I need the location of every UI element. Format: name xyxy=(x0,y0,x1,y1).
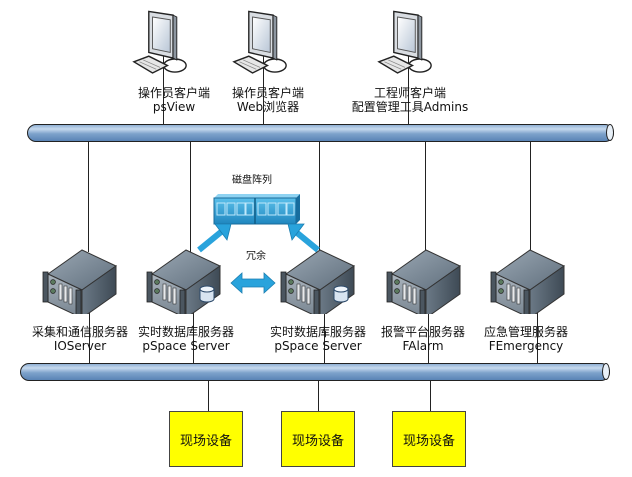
connector-bus-server-5 xyxy=(530,142,531,252)
server-role: 应急管理服务器 xyxy=(483,325,569,339)
server-role: 采集和通信服务器 xyxy=(31,325,129,339)
connector-server-bus-4 xyxy=(428,300,429,365)
server-label: 实时数据库服务器 pSpace Server xyxy=(270,325,366,353)
top-network-bus xyxy=(27,124,614,142)
connector-server-bus-2 xyxy=(193,300,194,365)
server-label: 实时数据库服务器 pSpace Server xyxy=(138,325,234,353)
server-software: pSpace Server xyxy=(274,339,362,353)
redundancy-label: 冗余 xyxy=(246,251,266,262)
connector-client-2 xyxy=(263,55,264,125)
database-icon xyxy=(199,285,215,303)
connector-field-1 xyxy=(208,381,209,411)
client-role: 操作员客户端 xyxy=(137,86,211,100)
server-label: 应急管理服务器 FEmergency xyxy=(484,325,568,353)
disk-array-label: 磁盘阵列 xyxy=(232,175,272,186)
connector-field-3 xyxy=(430,381,431,411)
connector-client-1 xyxy=(163,55,164,125)
server-role: 报警平台服务器 xyxy=(380,325,466,339)
connector-bus-server-4 xyxy=(425,142,426,252)
disk-array-icon xyxy=(213,194,300,225)
bottom-network-bus xyxy=(20,363,610,381)
connector-bus-server-3 xyxy=(319,142,320,252)
field-device-box: 现场设备 xyxy=(169,411,243,467)
bus-end-cap xyxy=(606,124,614,141)
server-icon xyxy=(278,244,358,314)
database-icon xyxy=(333,285,349,303)
server-icon xyxy=(144,244,224,314)
connector-client-3 xyxy=(408,55,409,125)
connector-bus-server-1 xyxy=(88,142,89,252)
server-label: 报警平台服务器 FAlarm xyxy=(381,325,465,353)
server-role: 实时数据库服务器 xyxy=(269,325,367,339)
server-icon xyxy=(40,244,120,314)
bus-end-cap xyxy=(602,363,610,380)
server-software: FAlarm xyxy=(402,339,444,353)
client-label: 工程师客户端 配置管理工具Admins xyxy=(352,86,469,114)
server-label: 采集和通信服务器 IOServer xyxy=(32,325,128,353)
server-icon xyxy=(488,244,568,314)
workstation-icon xyxy=(232,6,288,84)
redundancy-arrow-icon xyxy=(230,272,276,294)
workstation-icon xyxy=(377,6,433,84)
connector-server-bus-1 xyxy=(89,300,90,365)
client-software: 配置管理工具Admins xyxy=(351,100,469,114)
client-role: 工程师客户端 xyxy=(373,86,446,100)
workstation-icon xyxy=(132,6,188,84)
server-software: IOServer xyxy=(53,339,107,353)
connector-server-bus-5 xyxy=(537,300,538,365)
arrow-to-disk-left xyxy=(197,223,232,253)
server-icon xyxy=(384,244,464,314)
client-label: 操作员客户端 psView xyxy=(138,86,210,114)
server-role: 实时数据库服务器 xyxy=(137,325,235,339)
client-role: 操作员客户端 xyxy=(231,86,305,100)
client-software: Web浏览器 xyxy=(236,100,300,114)
connector-bus-server-2 xyxy=(190,142,191,252)
server-software: pSpace Server xyxy=(142,339,230,353)
connector-server-bus-3 xyxy=(324,300,325,365)
field-device-box: 现场设备 xyxy=(392,411,466,467)
connector-field-2 xyxy=(318,381,319,411)
client-software: psView xyxy=(152,100,196,114)
client-label: 操作员客户端 Web浏览器 xyxy=(232,86,304,114)
server-software: FEmergency xyxy=(488,339,564,353)
arrow-to-disk-right xyxy=(287,223,320,253)
field-device-box: 现场设备 xyxy=(281,411,355,467)
